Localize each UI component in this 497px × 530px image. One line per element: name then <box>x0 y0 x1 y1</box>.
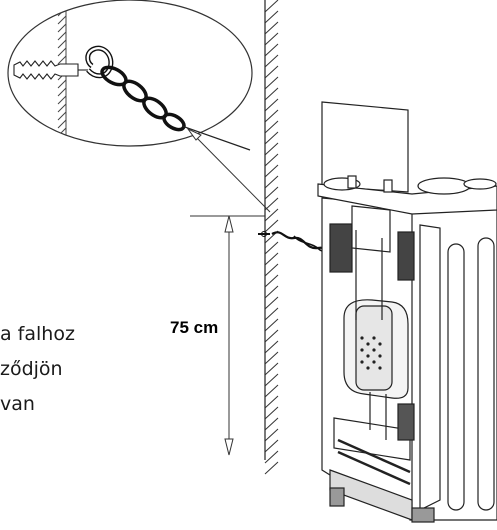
instruction-line: ződjön <box>0 358 63 380</box>
instruction-line: van <box>0 393 35 415</box>
instruction-line: a falhoz <box>0 323 75 345</box>
stove-lid <box>321 101 409 193</box>
wall-anchor-icon <box>13 60 88 80</box>
detail-magnifier <box>7 0 253 151</box>
stove-rear-view <box>317 101 497 523</box>
height-dimension-label: 75 cm <box>170 318 219 337</box>
dimension-line <box>190 215 265 456</box>
pointer-arrow <box>186 127 271 213</box>
chain-detail <box>100 65 186 132</box>
wall <box>264 0 279 475</box>
